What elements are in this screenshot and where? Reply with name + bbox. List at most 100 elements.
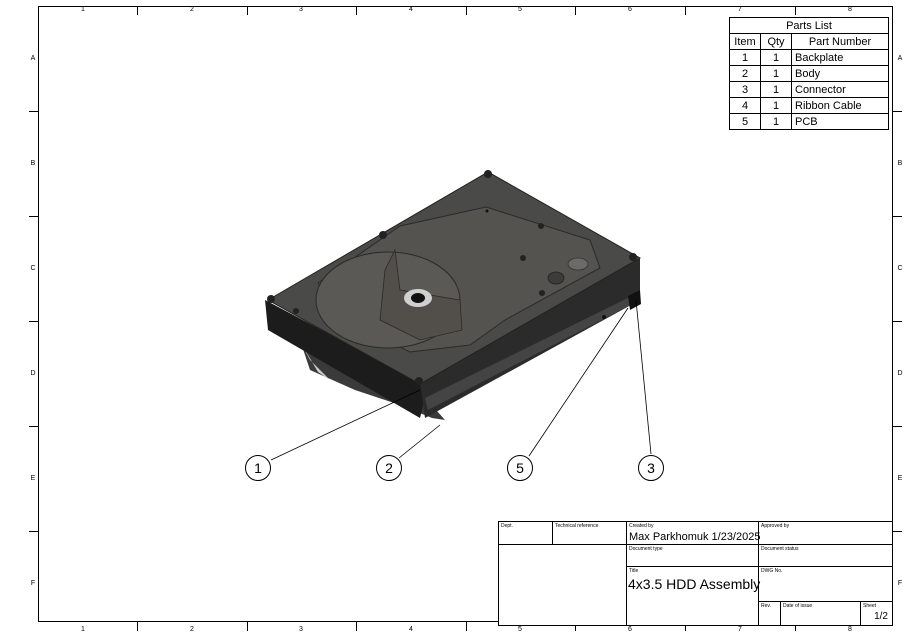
spindle-hole	[411, 293, 425, 303]
zone-row-label: F	[30, 580, 36, 587]
zone-col-label: 7	[738, 626, 742, 633]
title-block: Dept. Technical reference Created by Max…	[498, 521, 893, 626]
table-row: 2 1 Body	[729, 65, 889, 82]
body-side-front	[265, 300, 425, 418]
item-cell: 1	[729, 49, 761, 66]
zone-col-label: 8	[848, 626, 852, 633]
zone-col-label: 6	[628, 6, 632, 13]
screw	[379, 231, 387, 239]
zone-tick	[893, 216, 902, 217]
doc-status-cell: Document status	[759, 545, 892, 567]
zone-tick	[575, 622, 576, 631]
zone-tick	[247, 622, 248, 631]
screw	[293, 308, 299, 314]
column-header: Part Number	[791, 33, 889, 50]
zone-tick	[685, 622, 686, 631]
leader-line	[528, 307, 629, 457]
drawing-border	[38, 6, 893, 622]
qty-cell: 1	[760, 65, 792, 82]
table-row: 1 1 Backplate	[729, 49, 889, 66]
screw	[415, 377, 423, 385]
zone-col-label: 5	[518, 6, 522, 13]
zone-tick	[795, 622, 796, 631]
zone-col-label: 5	[518, 626, 522, 633]
zone-tick	[893, 321, 902, 322]
zone-col-label: 2	[190, 6, 194, 13]
dwg-no-label: DWG No.	[761, 568, 783, 574]
sheet-value: 1/2	[874, 611, 888, 622]
zone-tick	[575, 6, 576, 15]
approved-by-label: Approved by	[761, 523, 790, 529]
date-issue-cell: Date of issue	[781, 602, 861, 625]
approved-by-cell: Approved by	[759, 522, 892, 545]
table-row: 4 1 Ribbon Cable	[729, 97, 889, 114]
zone-col-label: 2	[190, 626, 194, 633]
zone-row-label: A	[897, 55, 903, 62]
zone-col-label: 6	[628, 626, 632, 633]
zone-col-label: 1	[81, 6, 85, 13]
zone-tick	[795, 6, 796, 15]
leader-line	[635, 299, 652, 455]
screw	[538, 223, 544, 229]
zone-tick	[466, 622, 467, 631]
item-cell: 2	[729, 65, 761, 82]
parts-list-title: Parts List	[729, 17, 889, 34]
connector	[628, 290, 641, 310]
zone-col-label: 8	[848, 6, 852, 13]
round-boss	[547, 271, 565, 285]
zone-row-label: E	[30, 475, 36, 482]
dwg-no-cell: DWG No.	[759, 567, 892, 602]
created-by-label: Created by	[629, 523, 654, 529]
dept-cell: Dept.	[499, 522, 553, 545]
zone-tick	[466, 6, 467, 15]
zone-row-label: E	[897, 475, 903, 482]
dept-label: Dept.	[501, 523, 513, 529]
zone-col-label: 1	[81, 626, 85, 633]
screw	[485, 209, 489, 213]
zone-tick	[137, 622, 138, 631]
screw	[602, 315, 606, 319]
blank-cell	[499, 545, 627, 625]
callout-bubble: 3	[638, 455, 664, 481]
zone-tick	[29, 531, 38, 532]
zone-row-label: D	[30, 370, 36, 377]
item-cell: 4	[729, 97, 761, 114]
screw	[539, 290, 545, 296]
title-cell: Title 4x3.5 HDD Assembly	[627, 567, 761, 625]
zone-tick	[356, 6, 357, 15]
doc-status-label: Document status	[761, 546, 799, 552]
zone-tick	[685, 6, 686, 15]
screw	[520, 255, 526, 261]
zone-tick	[893, 426, 902, 427]
tech-ref-cell: Technical reference	[553, 522, 627, 545]
zone-tick	[29, 426, 38, 427]
zone-tick	[356, 622, 357, 631]
callout-bubble: 5	[507, 455, 533, 481]
created-by-value: Max Parkhomuk 1/23/2025	[629, 531, 761, 543]
doc-type-label: Document type	[629, 546, 663, 552]
zone-row-label: C	[30, 265, 36, 272]
zone-tick	[247, 6, 248, 15]
screw	[484, 170, 492, 178]
created-by-cell: Created by Max Parkhomuk 1/23/2025	[627, 522, 761, 545]
zone-row-label: A	[30, 55, 36, 62]
zone-tick	[29, 321, 38, 322]
round-boss	[567, 257, 589, 271]
column-header: Item	[729, 33, 761, 50]
part-number-cell: PCB	[791, 113, 889, 130]
table-row: 5 1 PCB	[729, 113, 889, 130]
parts-list-table: Parts List Item Qty Part Number 1 1 Back…	[729, 17, 889, 130]
zone-tick	[893, 111, 902, 112]
callout-bubble: 1	[245, 455, 271, 481]
zone-row-label: B	[897, 160, 903, 167]
table-row: 3 1 Connector	[729, 81, 889, 98]
title-label: Title	[629, 568, 639, 574]
zone-row-label: F	[897, 580, 903, 587]
doc-type-cell: Document type	[627, 545, 759, 567]
zone-row-label: D	[897, 370, 903, 377]
drawing-title: 4x3.5 HDD Assembly	[628, 576, 761, 592]
screw	[267, 295, 275, 303]
rev-label: Rev.	[761, 603, 771, 609]
